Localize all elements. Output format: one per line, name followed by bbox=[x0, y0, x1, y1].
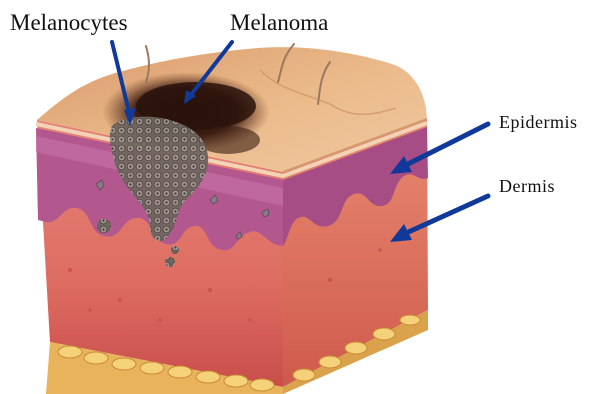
melanocytes-label: Melanocytes bbox=[10, 10, 128, 36]
epidermis-label: Epidermis bbox=[499, 112, 578, 133]
melanoma-label: Melanoma bbox=[230, 10, 328, 36]
dermis-label: Dermis bbox=[499, 176, 555, 197]
